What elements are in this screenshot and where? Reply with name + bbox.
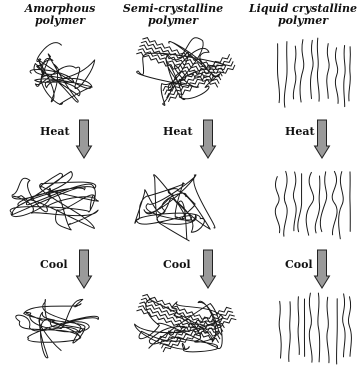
semi-crystalline-heated	[135, 175, 215, 241]
lc-chain	[309, 293, 312, 362]
lc-chain	[284, 171, 288, 236]
lc-chain	[318, 293, 320, 362]
lc-chain	[289, 302, 291, 362]
coil-chain	[135, 175, 215, 241]
heat-label-semi-crystalline: Heat	[163, 125, 193, 138]
liquid-crystalline-initial	[277, 38, 350, 107]
lamella-chain	[139, 45, 220, 80]
liquid-crystalline-cooled	[279, 293, 351, 364]
heat-arrow-icon	[77, 120, 92, 158]
heat-arrow-icon	[201, 120, 216, 158]
lc-chain	[279, 301, 281, 358]
lc-chain	[337, 299, 338, 364]
lc-chain	[298, 297, 299, 355]
lc-chain	[277, 44, 279, 103]
lc-chain	[315, 176, 320, 233]
lc-chain	[298, 174, 302, 232]
heat-label-liquid-crystalline: Heat	[285, 125, 315, 138]
lc-chain	[348, 297, 351, 357]
lc-chain	[311, 40, 314, 98]
cool-label-amorphous: Cool	[40, 258, 68, 271]
cool-arrow-icon	[315, 250, 330, 288]
lc-chain	[317, 38, 319, 101]
lc-chain	[332, 171, 337, 234]
lc-chain	[275, 177, 280, 233]
liquid-crystalline-heated	[275, 171, 350, 238]
cool-arrow-icon	[201, 250, 216, 288]
cool-label-semi-crystalline: Cool	[163, 258, 191, 271]
lc-chain	[284, 42, 287, 108]
lc-chain	[349, 47, 351, 101]
lamella-chain	[161, 315, 234, 349]
lc-chain	[320, 172, 326, 232]
lc-chain	[343, 294, 345, 357]
cool-arrow-icon	[77, 250, 92, 288]
lc-chain	[300, 40, 304, 102]
lc-chain	[339, 172, 344, 239]
lc-chain	[293, 172, 296, 231]
lc-chain	[327, 297, 329, 363]
lc-chain	[306, 172, 313, 235]
coil-chain	[30, 43, 95, 105]
coil-chain	[10, 172, 98, 230]
heat-arrow-icon	[315, 120, 330, 158]
amorphous-initial	[30, 43, 95, 105]
cool-label-liquid-crystalline: Cool	[285, 258, 313, 271]
lamella-chain	[163, 318, 236, 352]
coil-chain	[16, 299, 99, 357]
amorphous-cooled	[16, 299, 99, 357]
lc-chain	[293, 46, 296, 99]
amorphous-heated	[10, 172, 98, 230]
lc-chain	[335, 48, 338, 104]
heat-label-amorphous: Heat	[40, 125, 70, 138]
semi-crystalline-cooled	[135, 295, 237, 353]
lc-chain	[327, 44, 329, 99]
panels	[10, 38, 351, 364]
lc-chain	[344, 46, 346, 107]
lamella-chain	[142, 295, 224, 328]
semi-crystalline-initial	[136, 38, 235, 106]
